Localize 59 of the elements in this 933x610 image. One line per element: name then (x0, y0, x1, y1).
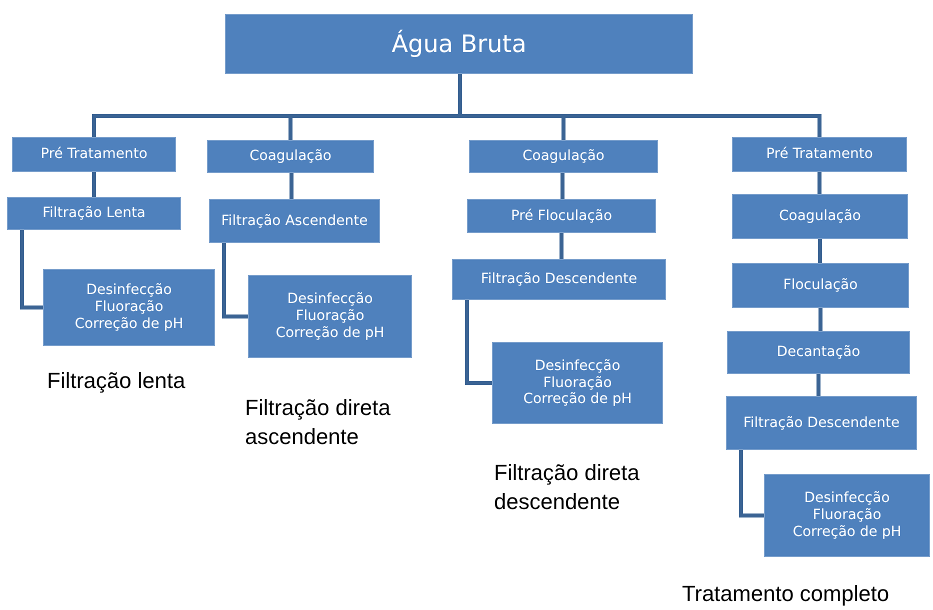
column-caption: Tratamento completo (682, 580, 890, 608)
box-text: Desinfecção (534, 358, 620, 375)
column-caption: Filtração lenta (47, 367, 186, 395)
box-text: Fluoração (812, 507, 882, 524)
process-box (726, 396, 917, 450)
box-text: Correção de pH (74, 316, 184, 333)
process-box (732, 137, 907, 172)
process-box (209, 199, 380, 243)
connector-line (560, 233, 564, 259)
box-text: Correção de pH (276, 324, 384, 342)
box-text: Correção de pH (523, 391, 632, 408)
column-caption: Filtração direta ascendente (245, 394, 392, 451)
process-box (732, 263, 909, 308)
process-box (12, 137, 176, 172)
column-caption: Filtração direta descendente (494, 459, 641, 516)
process-box (248, 275, 412, 358)
box-text: Pré Floculação (510, 208, 612, 224)
connector-line (818, 172, 822, 194)
connector-line (739, 450, 764, 518)
connector-line (290, 173, 294, 199)
process-box (732, 194, 908, 239)
process-box (492, 342, 663, 424)
box-text: Floculação (783, 277, 858, 294)
box-text: Água Bruta (392, 30, 526, 58)
box-text: Fluoração (296, 308, 364, 325)
box-text: Desinfecção (86, 282, 172, 300)
process-box (469, 140, 658, 173)
box-text: Filtração Ascendente (221, 212, 368, 230)
box-text: Coagulação (779, 208, 861, 225)
box-text: Coagulação (522, 148, 604, 165)
box-text: Filtração Descendente (480, 271, 638, 288)
connector-line (818, 308, 822, 331)
box-text: Coagulação (250, 148, 332, 165)
connector-line (92, 172, 96, 197)
process-box (7, 197, 181, 230)
box-text: Filtração Descendente (743, 414, 900, 432)
box-text: Decantação (776, 344, 860, 361)
process-box (452, 259, 666, 300)
box-text: Fluoração (94, 299, 164, 316)
box-text: Correção de pH (792, 524, 902, 541)
box-text: Desinfecção (804, 490, 890, 508)
connector-line (560, 173, 564, 199)
process-box (43, 269, 215, 346)
connector-line (818, 239, 822, 263)
connector-line (458, 74, 822, 137)
box-text: Pré Tratamento (766, 146, 873, 163)
box-text: Filtração Lenta (42, 205, 146, 222)
process-box (225, 14, 693, 74)
process-box (727, 331, 910, 374)
box-text: Pré Tratamento (40, 146, 148, 163)
process-box (764, 474, 930, 557)
connector-line (222, 243, 248, 318)
process-box (467, 199, 656, 233)
box-text: Desinfecção (287, 291, 373, 308)
process-box (207, 140, 374, 173)
connector-line (465, 300, 492, 385)
connector-line (20, 230, 43, 310)
connector-line (816, 374, 820, 396)
box-text: Fluoração (543, 374, 612, 392)
